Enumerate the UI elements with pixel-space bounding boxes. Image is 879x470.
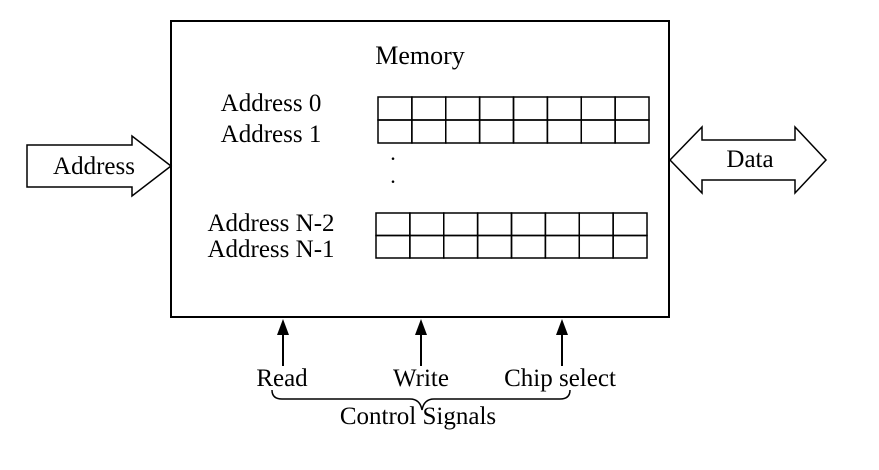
data-arrow (668, 125, 828, 195)
memory-box (170, 20, 670, 318)
address-arrow-label: Address (53, 153, 135, 180)
chip-select-arrow (556, 319, 568, 366)
ellipsis-dot-1: . (390, 140, 396, 165)
control-signals-brace (271, 389, 571, 411)
address-arrow (26, 134, 173, 198)
ellipsis-dot-2: . (390, 163, 396, 188)
signal-read-label: Read (256, 365, 308, 392)
grid-top-cell-r1-c7 (614, 119, 650, 144)
row-label-address-n-1: Address N-1 (207, 236, 334, 263)
write-arrow (415, 319, 427, 366)
signal-chip-select-label: Chip select (504, 365, 616, 392)
row-label-address-1: Address 1 (221, 121, 322, 148)
grid-bottom-cell-r1-c7 (612, 234, 648, 259)
signal-write-label: Write (393, 365, 449, 392)
data-arrow-label: Data (726, 146, 773, 173)
memory-title: Memory (375, 41, 465, 70)
row-label-address-n-2: Address N-2 (207, 210, 334, 237)
read-arrow (277, 319, 289, 366)
memory-grid-top (377, 96, 650, 144)
row-label-address-0: Address 0 (221, 90, 322, 117)
memory-grid-bottom (375, 212, 648, 259)
control-signals-label: Control Signals (340, 403, 496, 430)
